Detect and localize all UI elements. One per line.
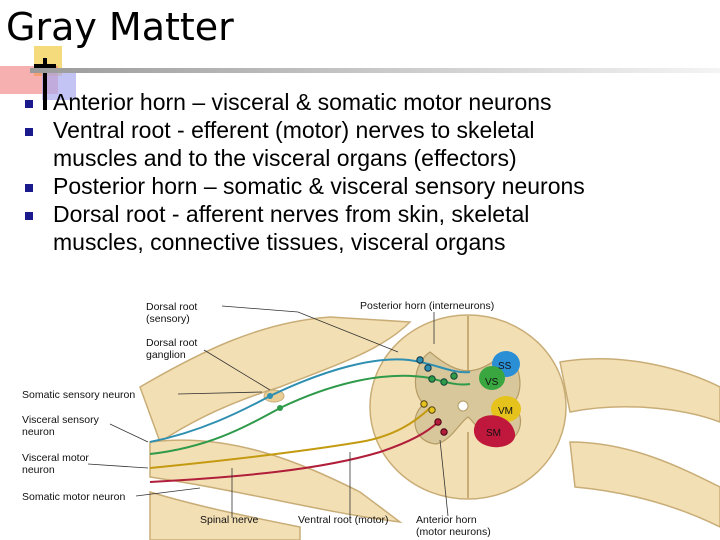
bullet-marker <box>25 100 33 108</box>
bullet-list: Anterior horn – visceral & somatic motor… <box>22 88 712 256</box>
label-visceral-sensory-neuron-sub: neuron <box>22 426 55 438</box>
visceral-motor-cell <box>428 406 436 414</box>
somatic-sensory-cell <box>424 364 432 372</box>
spinal-cord-diagram: SS VS VM SM Dorsal root <box>22 300 720 540</box>
bullet-marker <box>25 128 33 136</box>
zone-sm-label: SM <box>486 428 501 439</box>
slide-title: Gray Matter <box>6 5 234 49</box>
bullet-text: Anterior horn – visceral & somatic motor… <box>53 89 552 115</box>
bullet-marker <box>25 212 33 220</box>
label-spinal-nerve: Spinal nerve <box>200 514 259 526</box>
bullet-item: Posterior horn – somatic & visceral sens… <box>22 172 712 200</box>
label-anterior-horn-sub: (motor neurons) <box>416 526 491 538</box>
somatic-sensory-cell <box>416 356 424 364</box>
zone-vs-label: VS <box>485 377 499 388</box>
label-dorsal-root: Dorsal root <box>146 301 197 313</box>
label-dorsal-root-sub: (sensory) <box>146 313 190 325</box>
somatic-motor-cell <box>440 428 448 436</box>
visceral-motor-path <box>149 407 431 469</box>
visceral-sensory-cell <box>428 375 436 383</box>
somatic-sensory-path <box>149 358 471 443</box>
bullet-item: Dorsal root - afferent nerves from skin,… <box>22 200 712 256</box>
label-visceral-sensory-neuron: Visceral sensory <box>22 414 100 426</box>
sensory-ganglion-cell <box>277 405 283 411</box>
bullet-text-continued: muscles and to the visceral organs (effe… <box>53 145 517 171</box>
leader-lines <box>87 305 449 518</box>
bullet-text: Dorsal root - afferent nerves from skin,… <box>53 201 530 227</box>
bullet-text-continued: muscles, connective tissues, visceral or… <box>53 229 506 255</box>
label-anterior-horn: Anterior horn <box>416 514 477 526</box>
label-posterior-horn: Posterior horn (interneurons) <box>360 300 494 312</box>
zone-vm <box>491 396 521 422</box>
somatic-motor-cell <box>434 418 442 426</box>
zone-vm-label: VM <box>498 406 513 417</box>
title-underline <box>30 68 720 73</box>
bullet-marker <box>25 184 33 192</box>
label-dorsal-root-ganglion-sub: ganglion <box>146 349 186 361</box>
central-canal <box>457 400 469 412</box>
visceral-sensory-cell <box>440 378 448 386</box>
visceral-sensory-cell <box>450 372 458 380</box>
label-somatic-motor-neuron: Somatic motor neuron <box>22 491 125 503</box>
label-visceral-motor-neuron: Visceral motor <box>22 452 89 464</box>
visceral-motor-cell <box>420 400 428 408</box>
bullet-item: Anterior horn – visceral & somatic motor… <box>22 88 712 116</box>
label-somatic-sensory-neuron: Somatic sensory neuron <box>22 389 135 401</box>
sensory-ganglion-cell <box>267 393 273 399</box>
zone-vs <box>479 366 505 390</box>
dorsal-root-ganglion <box>263 389 285 403</box>
bullet-text: Posterior horn – somatic & visceral sens… <box>53 173 585 199</box>
neuron-cells <box>267 356 458 436</box>
zone-ss-label: SS <box>498 361 512 372</box>
zone-sm <box>473 415 516 448</box>
bullet-text: Ventral root - efferent (motor) nerves t… <box>53 117 535 143</box>
label-dorsal-root-ganglion: Dorsal root <box>146 337 197 349</box>
label-visceral-motor-neuron-sub: neuron <box>22 464 55 476</box>
bullet-item: Ventral root - efferent (motor) nerves t… <box>22 116 712 172</box>
label-ventral-root: Ventral root (motor) <box>298 514 388 526</box>
